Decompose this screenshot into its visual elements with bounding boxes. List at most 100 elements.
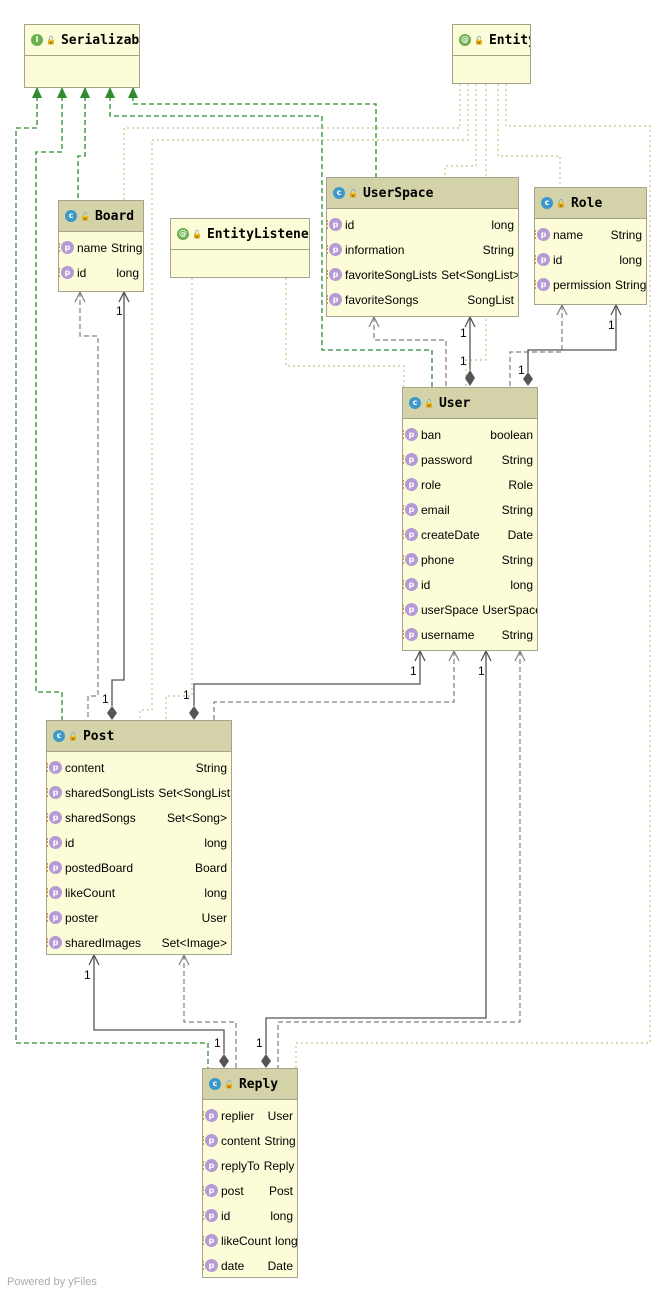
multiplicity-label: 1: [102, 692, 109, 706]
class-icon: c: [541, 197, 553, 209]
property-icon: p: [47, 861, 62, 874]
multiplicity-label: 1: [183, 688, 190, 702]
serializable-title: I 🔓 Serializable: [25, 25, 139, 56]
entitylisteners-title: @ 🔓 EntityListeners: [171, 219, 309, 250]
node-title: Serializable: [60, 32, 140, 48]
property-icon: p: [47, 786, 62, 799]
entity-annotation-node[interactable]: @ 🔓 Entity: [452, 24, 531, 84]
field-name: sharedImages: [65, 935, 142, 950]
field-type: Set<SongList>: [441, 267, 519, 282]
property-icon: p: [203, 1159, 218, 1172]
field-name: favoriteSongs: [345, 292, 419, 307]
field-name: date: [221, 1258, 245, 1273]
field-type: long: [510, 577, 533, 592]
yfiles-credit: Powered by yFiles: [7, 1276, 97, 1288]
property-icon: p: [403, 628, 418, 641]
field-type: boolean: [490, 427, 533, 442]
public-access-icon: 🔓: [68, 731, 78, 741]
property-icon: p: [403, 578, 418, 591]
field-type: Post: [268, 1183, 293, 1198]
interface-icon: I: [31, 34, 43, 46]
property-icon: p: [535, 228, 550, 241]
field-name: phone: [421, 552, 455, 567]
field-type: long: [116, 265, 139, 280]
field-type: Set<Image>: [161, 935, 227, 950]
property-icon: p: [327, 268, 342, 281]
property-icon: p: [47, 886, 62, 899]
multiplicity-label: 1: [460, 326, 467, 340]
field-type: Date: [267, 1258, 293, 1273]
property-icon: p: [203, 1209, 218, 1222]
property-icon: p: [203, 1184, 218, 1197]
association-edges: [93, 292, 617, 1054]
field-name: content: [65, 760, 105, 775]
field-name: likeCount: [221, 1233, 272, 1248]
multiplicity-label: 1: [256, 1036, 263, 1050]
public-access-icon: 🔓: [192, 229, 202, 239]
property-icon: p: [203, 1259, 218, 1272]
field-name: postedBoard: [65, 860, 134, 875]
property-icon: p: [47, 836, 62, 849]
field-name: username: [421, 627, 475, 642]
field-name: poster: [65, 910, 99, 925]
field-type: long: [275, 1233, 298, 1248]
field-type: Set<Song>: [166, 810, 227, 825]
field-name: role: [421, 477, 442, 492]
field-name: createDate: [421, 527, 480, 542]
public-access-icon: 🔓: [424, 398, 434, 408]
field-type: Reply: [263, 1158, 295, 1173]
field-type: long: [270, 1208, 293, 1223]
field-name: name: [553, 227, 584, 242]
serializable-interface-node[interactable]: I 🔓 Serializable: [24, 24, 140, 88]
property-icon: p: [203, 1134, 218, 1147]
post-title: c 🔓 Post: [47, 721, 231, 752]
field-name: id: [221, 1208, 231, 1223]
property-icon: p: [327, 218, 342, 231]
field-type: UserSpace: [482, 602, 538, 617]
property-icon: p: [327, 293, 342, 306]
field-type: String: [195, 760, 227, 775]
field-name: favoriteSongLists: [345, 267, 438, 282]
multiplicity-label: 1: [116, 304, 123, 318]
board-title: c 🔓 Board: [59, 201, 143, 232]
entitylisteners-annotation-node[interactable]: @ 🔓 EntityListeners: [170, 218, 310, 278]
annotation-icon: @: [459, 34, 471, 46]
multiplicity-label: 1: [410, 664, 417, 678]
field-name: replyTo: [221, 1158, 260, 1173]
property-icon: p: [59, 241, 74, 254]
field-type: SongList: [467, 292, 514, 307]
field-name: sharedSongs: [65, 810, 136, 825]
field-type: String: [501, 627, 533, 642]
field-name: ban: [421, 427, 442, 442]
property-icon: p: [47, 936, 62, 949]
field-type: long: [204, 885, 227, 900]
field-type: long: [619, 252, 642, 267]
field-name: id: [345, 217, 355, 232]
class-icon: c: [333, 187, 345, 199]
